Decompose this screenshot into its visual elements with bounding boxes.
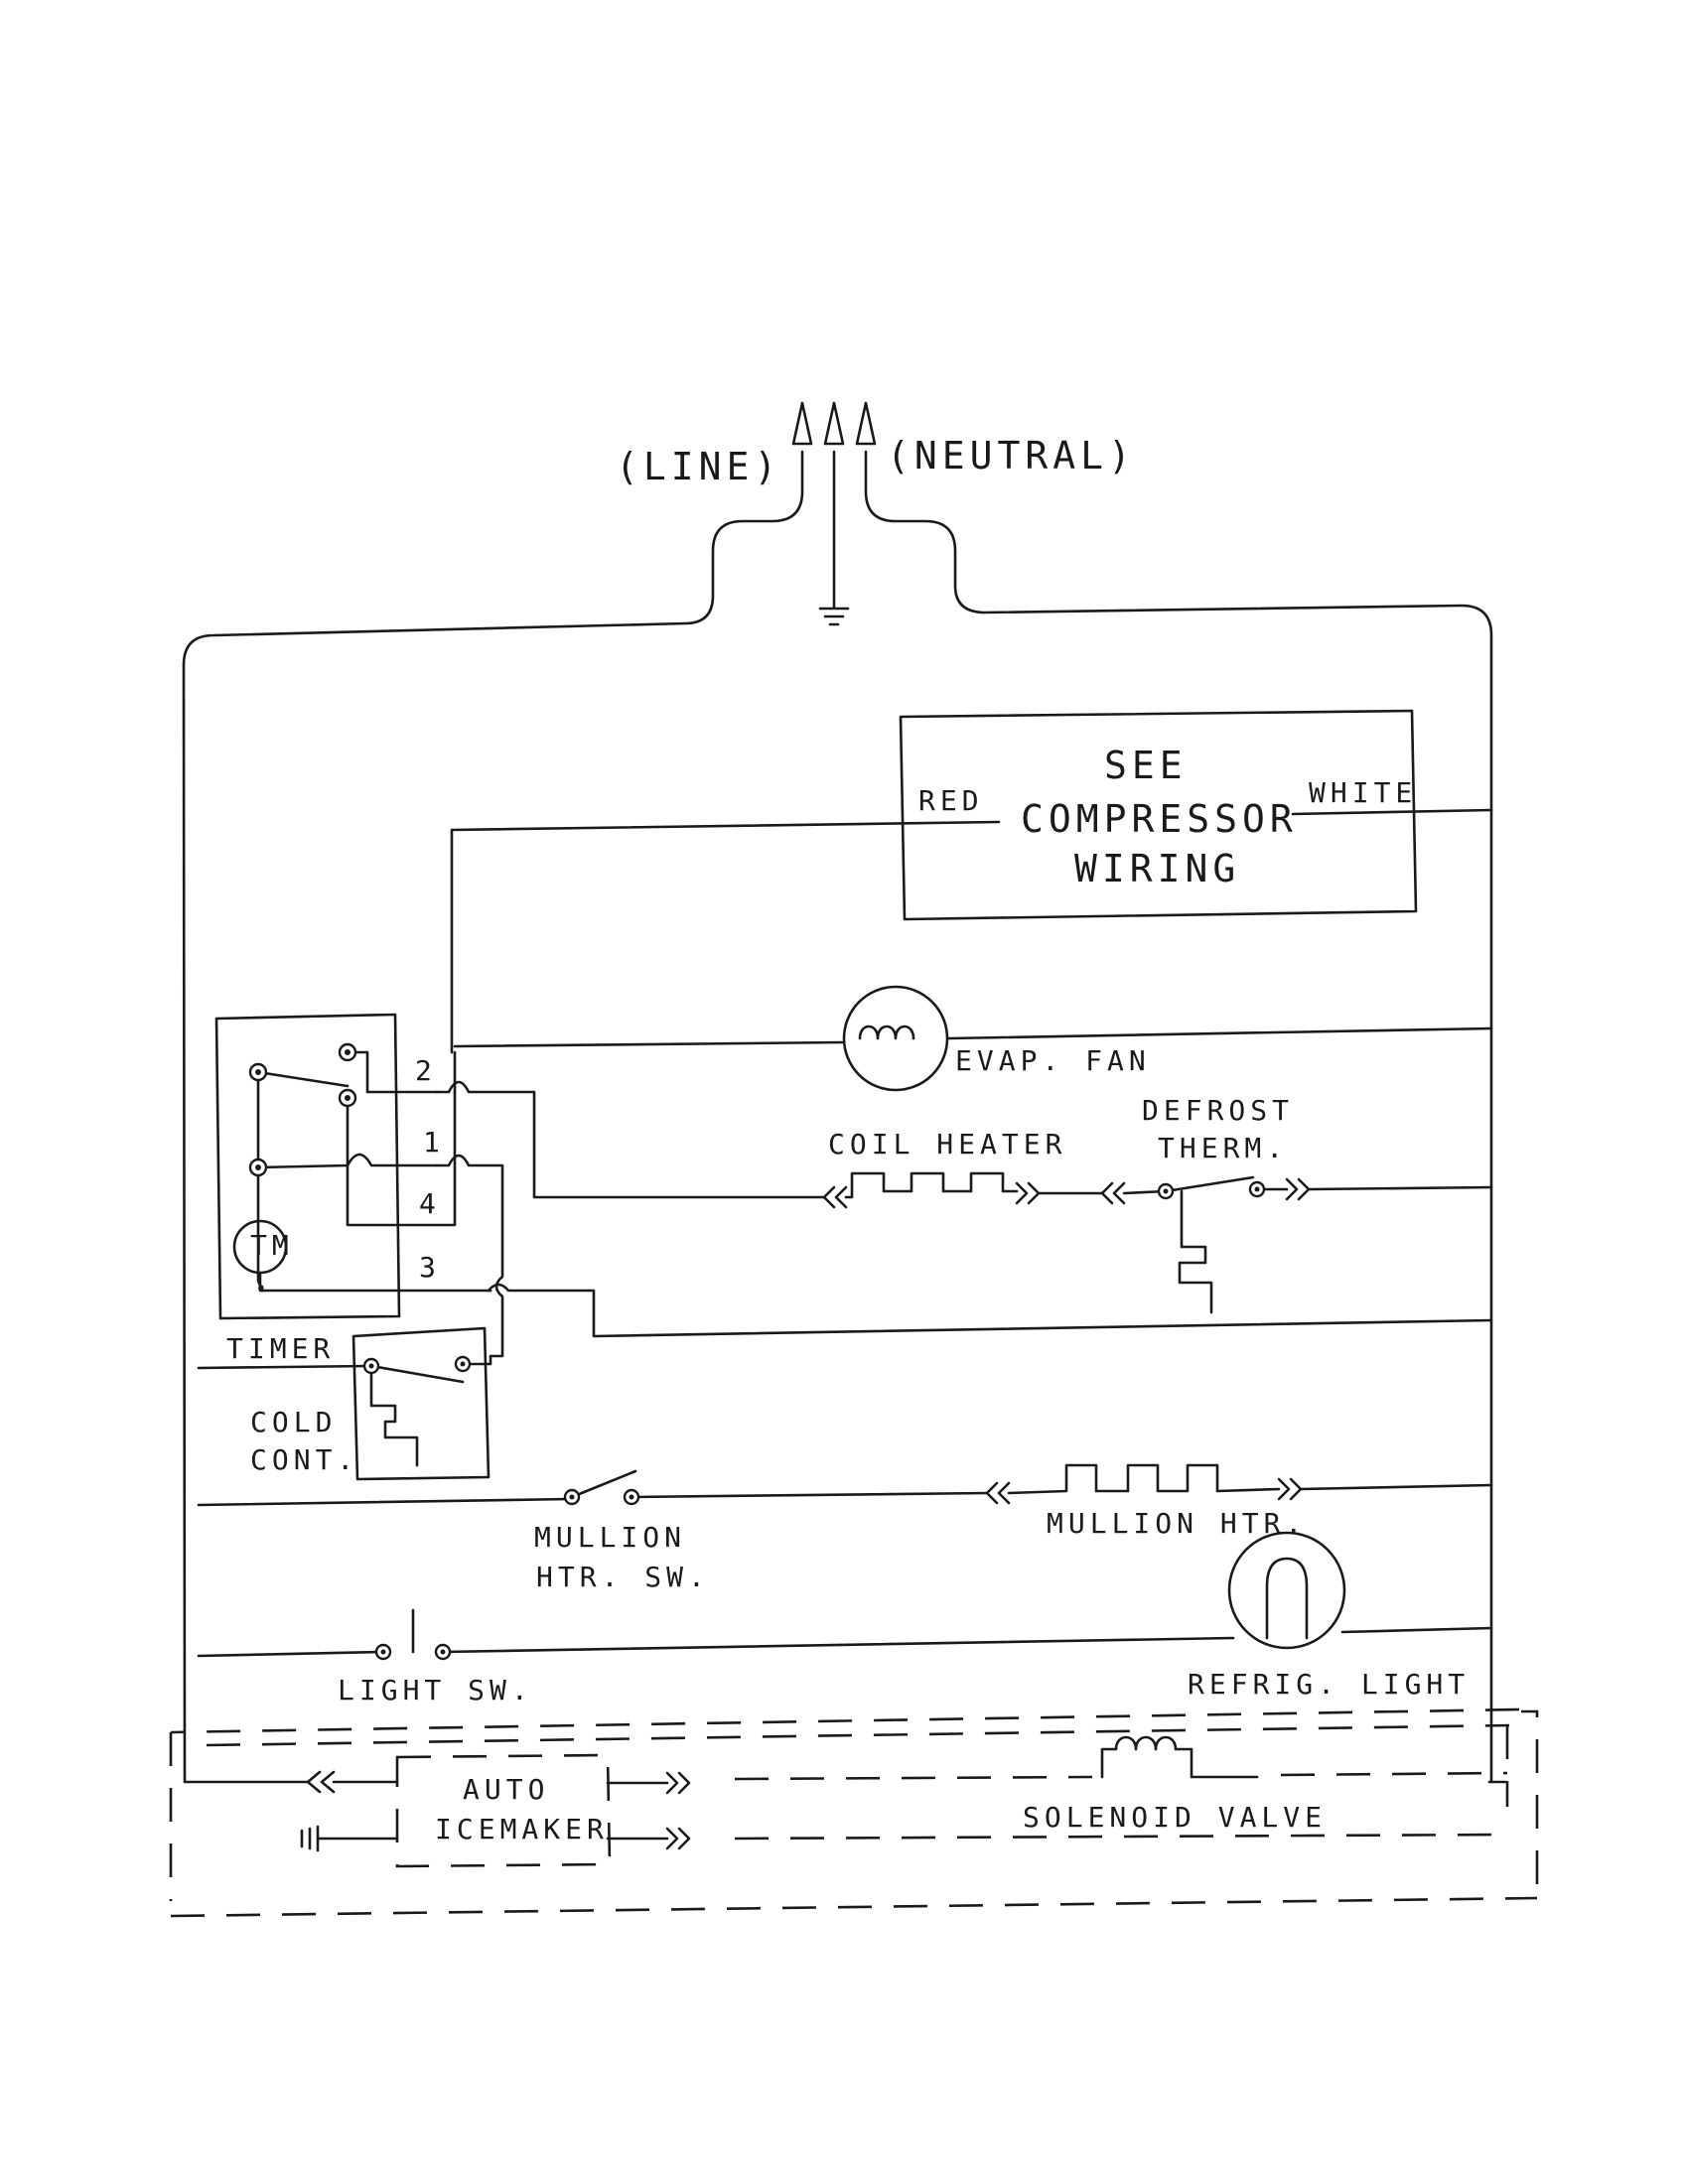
power-cord <box>182 401 1493 1784</box>
light-sw-label: LIGHT SW. <box>338 1674 533 1706</box>
light-switch <box>197 1608 1235 1661</box>
therm-label: THERM. <box>1158 1132 1288 1164</box>
timer-terminal-3: 3 <box>419 1251 441 1284</box>
defrost-therm <box>1100 1175 1493 1314</box>
auto-icemaker <box>300 1753 691 1868</box>
mullion-label: MULLION <box>534 1521 686 1554</box>
timer <box>214 1013 492 1320</box>
compressor-wiring-label: WIRING <box>1074 847 1240 890</box>
solenoid-valve-label: SOLENOID VALVE <box>1023 1801 1327 1834</box>
mullion-heater-switch <box>197 1469 989 1507</box>
refrig-light-label: REFRIG. LIGHT <box>1188 1668 1470 1701</box>
timer-3-wire <box>487 1283 1493 1338</box>
coil-heater-label: COIL HEATER <box>828 1128 1066 1160</box>
timer-label: TIMER <box>226 1332 335 1365</box>
evap-fan-label: EVAP. FAN <box>955 1044 1151 1077</box>
timer-terminal-1: 1 <box>423 1126 445 1159</box>
icemaker-kit-outline <box>169 1707 1539 1918</box>
defrost-label: DEFROST <box>1142 1094 1294 1127</box>
coil-heater <box>822 1171 1104 1209</box>
mullion-htr-label: MULLION HTR. <box>1047 1507 1307 1540</box>
compressor-see-label: SEE <box>1104 744 1188 787</box>
red-wire-label: RED <box>918 784 984 817</box>
timer-motor-label: TM <box>250 1229 294 1262</box>
icemaker-label: ICEMAKER <box>435 1813 609 1845</box>
solenoid-valve <box>734 1735 1510 1841</box>
defrost-wire <box>435 1080 826 1199</box>
cold-control <box>197 1326 492 1481</box>
line-label: (LINE) <box>616 445 781 488</box>
timer-terminal-2: 2 <box>415 1054 437 1087</box>
neutral-label: (NEUTRAL) <box>887 434 1136 478</box>
auto-label: AUTO <box>463 1773 549 1806</box>
cold-label: COLD <box>250 1406 337 1438</box>
evap-fan-wire <box>453 1026 1493 1048</box>
cont-label: CONT. <box>250 1443 358 1476</box>
refrig-light <box>1227 1531 1493 1650</box>
compressor-label: COMPRESSOR <box>1021 797 1298 841</box>
htr-sw-label: HTR. SW. <box>536 1561 710 1593</box>
white-wire-label: WHITE <box>1309 776 1417 809</box>
mullion-heater <box>985 1463 1493 1505</box>
timer-terminal-4: 4 <box>419 1187 441 1220</box>
evap-fan <box>842 985 949 1092</box>
compressor-box <box>450 709 1493 1054</box>
